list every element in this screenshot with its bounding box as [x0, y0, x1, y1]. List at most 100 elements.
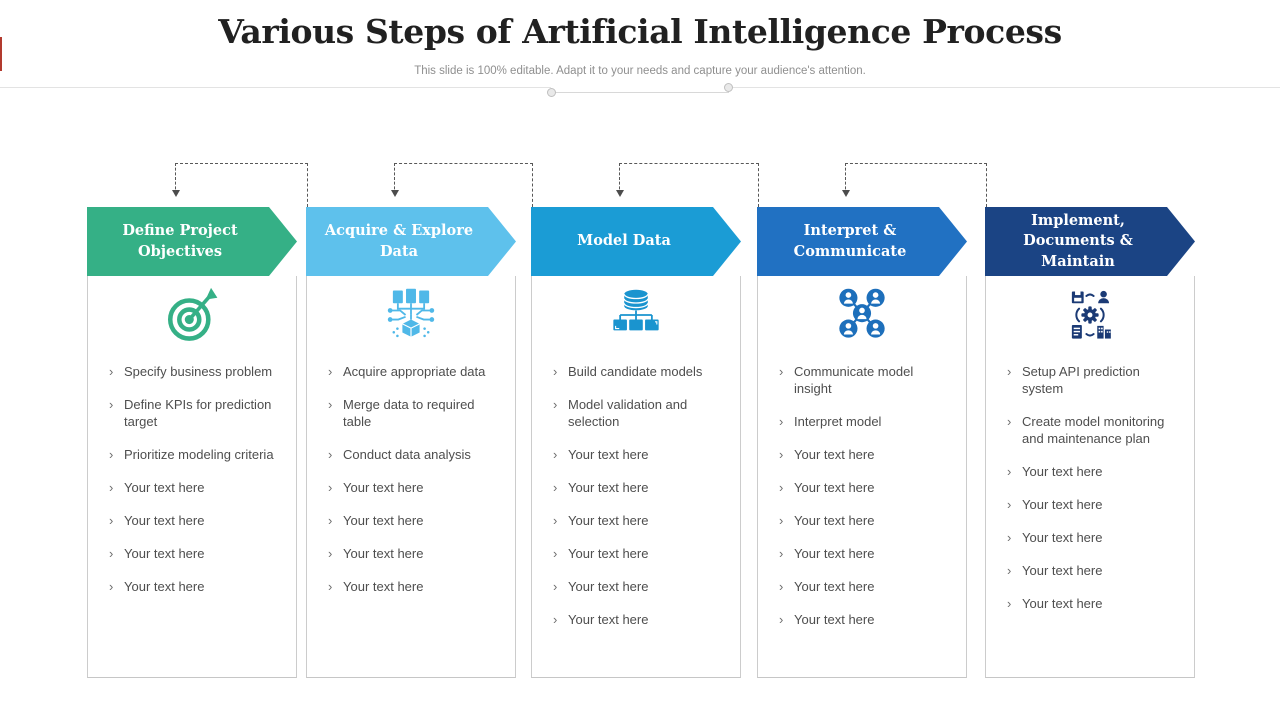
bullet-text: Your text here	[794, 447, 875, 462]
bullet-text: Define KPIs for prediction target	[124, 397, 272, 429]
list-item: › Merge data to required table	[328, 396, 508, 430]
bullet-text: Your text here	[343, 513, 424, 528]
bullet-text: Your text here	[343, 480, 424, 495]
bullet-text: Setup API prediction system	[1022, 364, 1140, 396]
bullet-text: Your text here	[794, 513, 875, 528]
list-item: › Define KPIs for prediction target	[109, 396, 289, 430]
bullet-text: Specify business problem	[124, 364, 273, 379]
bullet-marker: ›	[1007, 563, 1012, 578]
step-icon-slot	[757, 284, 967, 346]
step-icon-slot	[531, 284, 741, 346]
list-item: › Your text here	[1007, 529, 1187, 546]
bullet-list: ›Setup API prediction system›Create mode…	[985, 363, 1195, 628]
list-item: › Your text here	[328, 479, 508, 496]
list-item: › Prioritize modeling criteria	[109, 446, 289, 463]
bullet-text: Communicate model insight	[794, 364, 914, 396]
list-item: ›Your text here	[109, 512, 289, 529]
divider-line-segment	[551, 92, 729, 93]
bullet-marker: ›	[779, 612, 784, 627]
bullet-marker: ›	[109, 447, 114, 462]
step-header-arrow: Model Data	[531, 207, 741, 276]
bullet-marker: ›	[779, 480, 784, 495]
bullet-marker: ›	[328, 579, 333, 594]
bullet-marker: ›	[779, 447, 784, 462]
step-title: Interpret & Communicate	[793, 221, 907, 260]
list-item: ›Your text here	[553, 446, 733, 463]
step-title: Model Data	[577, 232, 671, 250]
bullet-marker: ›	[553, 612, 558, 627]
bullet-marker: ›	[553, 397, 558, 412]
bullet-text: Your text here	[568, 513, 649, 528]
bullet-text: Your text here	[343, 579, 424, 594]
bullet-text: Your text here	[794, 480, 875, 495]
page-title: Various Steps of Artificial Intelligence…	[218, 12, 1062, 51]
bullet-text: Your text here	[124, 579, 205, 594]
bullet-text: Your text here	[124, 546, 205, 561]
step-panel	[531, 276, 741, 678]
bullet-text: Merge data to required table	[343, 397, 475, 429]
bullet-text: Your text here	[568, 579, 649, 594]
step-panel	[87, 276, 297, 678]
list-item: ›Specify business problem	[109, 363, 289, 380]
bullet-marker: ›	[328, 447, 333, 462]
subtitle: This slide is 100% editable. Adapt it to…	[414, 65, 866, 77]
list-item: ›Create model monitoring and maintenance…	[1007, 413, 1187, 447]
bullet-text: Your text here	[568, 546, 649, 561]
list-item: ›Your text here	[1007, 496, 1187, 513]
database-model-icon	[613, 289, 659, 331]
bullet-marker: ›	[553, 480, 558, 495]
list-item: ›Your text here	[1007, 595, 1187, 612]
bullet-marker: ›	[1007, 530, 1012, 545]
list-item: ›Your text here	[109, 479, 289, 496]
list-item: › Your text here	[109, 578, 289, 595]
people-network-icon	[839, 288, 885, 338]
dashed-connector-4	[841, 163, 987, 213]
process-column: Acquire & Explore Data ›Acquire appropri…	[306, 207, 516, 678]
bullet-marker: ›	[328, 480, 333, 495]
process-column: Implement, Documents & Maintain	[985, 207, 1195, 678]
step-header-arrow: Define Project Objectives	[87, 207, 297, 276]
list-item: ›Your text here	[328, 512, 508, 529]
bullet-marker: ›	[328, 364, 333, 379]
bullet-text: Your text here	[568, 447, 649, 462]
step-title: Implement, Documents & Maintain	[1023, 211, 1133, 270]
step-panel	[757, 276, 967, 678]
bullet-marker: ›	[553, 364, 558, 379]
list-item: › Your text here	[779, 446, 959, 463]
bullet-marker: ›	[109, 397, 114, 412]
bullet-marker: ›	[1007, 364, 1012, 379]
bullet-text: Prioritize modeling criteria	[124, 447, 274, 462]
bullet-text: Create model monitoring and maintenance …	[1022, 414, 1165, 446]
list-item: ›Your text here	[779, 545, 959, 562]
bullet-marker: ›	[1007, 464, 1012, 479]
bullet-marker: ›	[328, 397, 333, 412]
list-item: ›Your text here	[553, 611, 733, 628]
list-item: › Your text here	[779, 479, 959, 496]
bullet-text: Your text here	[1022, 530, 1103, 545]
process-column: Define Project Objectives ›Specify busin…	[87, 207, 297, 678]
bullet-text: Your text here	[794, 546, 875, 561]
data-acquisition-icon	[387, 288, 435, 338]
list-item: › Your text here	[553, 512, 733, 529]
dashed-connector-3	[615, 163, 759, 213]
bullet-marker: ›	[779, 414, 784, 429]
bullet-marker: ›	[553, 579, 558, 594]
list-item: ›Your text here	[1007, 463, 1187, 480]
step-header-arrow: Acquire & Explore Data	[306, 207, 516, 276]
bullet-marker: ›	[328, 546, 333, 561]
bullet-list: ›Build candidate models ›Model validation…	[531, 363, 741, 644]
bullet-marker: ›	[109, 579, 114, 594]
bullet-text: Your text here	[794, 579, 875, 594]
bullet-list: ›Specify business problem›Define KPIs fo…	[87, 363, 297, 611]
divider-line	[0, 87, 551, 88]
bullet-marker: ›	[553, 513, 558, 528]
bullet-text: Your text here	[124, 513, 205, 528]
list-item: ›Build candidate models	[553, 363, 733, 380]
step-icon-slot	[306, 284, 516, 346]
bullet-text: Your text here	[568, 480, 649, 495]
step-header-arrow: Implement, Documents & Maintain	[985, 207, 1195, 276]
list-item: › Communicate model insight	[779, 363, 959, 397]
list-item: ›Model validation and selection	[553, 396, 733, 430]
bullet-marker: ›	[779, 364, 784, 379]
